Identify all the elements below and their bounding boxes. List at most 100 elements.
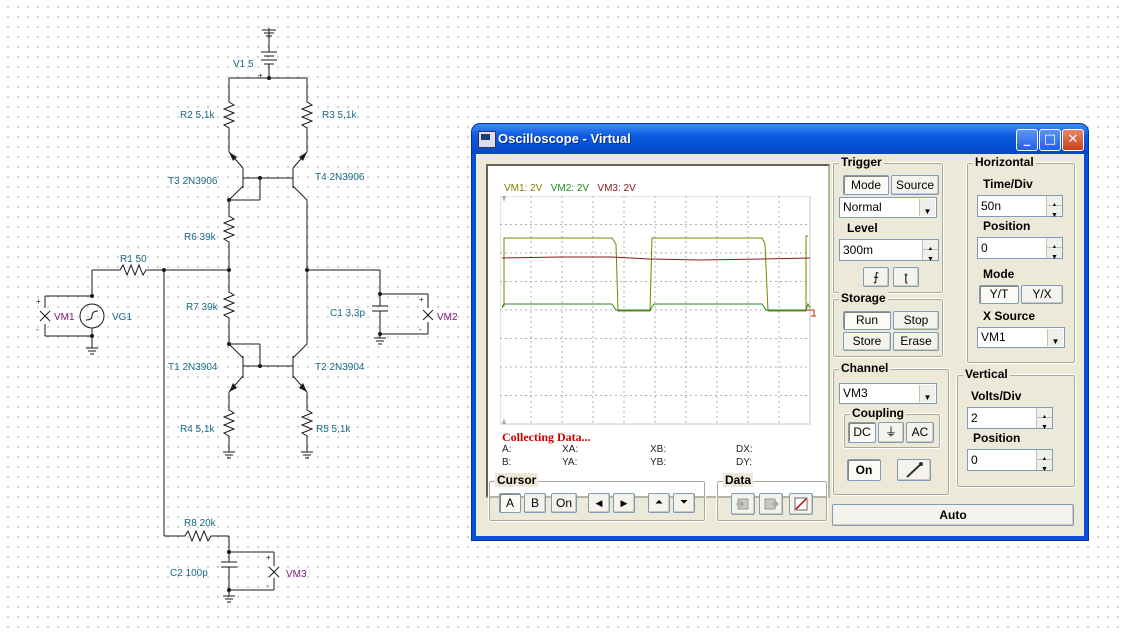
spin-up-icon[interactable]: ▲ xyxy=(1036,408,1052,421)
cursor-left-button[interactable]: ◀ xyxy=(588,493,610,513)
v-position-input[interactable]: 0 ▲ ▼ xyxy=(967,449,1053,473)
storage-group: Storage Run Stop Store Erase xyxy=(832,291,944,358)
cursor-down-button[interactable]: ⏷ xyxy=(673,493,695,513)
label-t4: T4 2N3906 xyxy=(315,172,365,183)
data-export-button[interactable] xyxy=(759,493,783,515)
cursor-on-button[interactable]: On xyxy=(551,493,577,513)
storage-run-button[interactable]: Run xyxy=(843,311,891,330)
cursor-a-button[interactable]: A xyxy=(499,493,521,513)
storage-store-button[interactable]: Store xyxy=(843,332,891,351)
readout-ya: YA: xyxy=(562,457,578,468)
label-vm1: VM1 xyxy=(54,312,75,323)
label-r5: R5 5,1k xyxy=(316,424,351,435)
v-position-label: Position xyxy=(973,431,1021,445)
probe-button[interactable] xyxy=(897,459,931,481)
data-title: Data xyxy=(723,473,754,487)
trigger-level-label: Level xyxy=(847,221,878,235)
coupling-dc-button[interactable]: DC xyxy=(848,422,876,443)
x-source-select[interactable]: VM1 ▼ xyxy=(977,327,1065,348)
readout-dx: DX: xyxy=(736,444,753,455)
channel-on-button[interactable]: On xyxy=(847,459,881,481)
trigger-mode-button[interactable]: Mode xyxy=(843,175,889,195)
scope-grid xyxy=(500,196,816,425)
spin-up-icon[interactable]: ▲ xyxy=(1046,238,1062,251)
label-r2: R2 5,1k xyxy=(180,110,215,121)
label-t3: T3 2N3906 xyxy=(168,176,218,187)
channel-group: Channel VM3 ▼ Coupling DC ⏚ AC On xyxy=(832,361,950,496)
coupling-title: Coupling xyxy=(850,406,906,420)
spin-down-icon[interactable]: ▼ xyxy=(1036,460,1052,473)
data-diagram-button[interactable] xyxy=(789,493,813,515)
readout-yb: YB: xyxy=(650,457,667,468)
storage-erase-button[interactable]: Erase xyxy=(893,332,939,351)
svg-text:+: + xyxy=(36,297,41,306)
volts-div-input[interactable]: 2 ▲ ▼ xyxy=(967,407,1053,431)
label-r4: R4 5,1k xyxy=(180,424,215,435)
spin-up-icon[interactable]: ▲ xyxy=(1046,196,1062,209)
trigger-rising-edge-button[interactable]: ⨍ xyxy=(863,267,889,287)
svg-text:-: - xyxy=(419,325,422,334)
legend-vm1: VM1: 2V xyxy=(504,183,543,194)
channel-title: Channel xyxy=(839,361,891,375)
label-r1: R1 50 xyxy=(120,254,147,265)
mode-yx-button[interactable]: Y/X xyxy=(1021,285,1063,304)
data-group: Data xyxy=(716,473,828,522)
trace-vm2 xyxy=(501,302,811,311)
trigger-falling-edge-button[interactable]: ʈ xyxy=(893,267,919,287)
coupling-ground-button[interactable]: ⏚ xyxy=(878,422,904,443)
export-icon xyxy=(764,498,780,510)
trace-vm3 xyxy=(501,256,811,261)
svg-text:+: + xyxy=(258,71,263,80)
trigger-source-button[interactable]: Source xyxy=(891,175,939,195)
spin-up-icon[interactable]: ▲ xyxy=(922,240,938,253)
mode-yt-button[interactable]: Y/T xyxy=(979,285,1019,304)
horizontal-group: Horizontal Time/Div 50n ▲ ▼ Position 0 ▲… xyxy=(966,155,1076,364)
x-source-value: VM1 xyxy=(981,330,1006,344)
cursor-group: Cursor A B On ◀ ▶ ⏶ ⏷ xyxy=(488,473,706,522)
time-div-value: 50n xyxy=(981,199,1002,213)
spin-down-icon[interactable]: ▼ xyxy=(1046,206,1062,219)
legend-vm3: VM3: 2V xyxy=(597,183,636,194)
storage-stop-button[interactable]: Stop xyxy=(893,311,939,330)
auto-button[interactable]: Auto xyxy=(832,504,1074,526)
h-position-value: 0 xyxy=(981,241,988,255)
trigger-level-input[interactable]: 300m ▲ ▼ xyxy=(839,239,939,263)
vertical-group: Vertical Volts/Div 2 ▲ ▼ Position 0 ▲ ▼ xyxy=(956,367,1076,488)
coupling-ac-button[interactable]: AC xyxy=(906,422,934,443)
cursor-right-button[interactable]: ▶ xyxy=(613,493,635,513)
spin-up-icon[interactable]: ▲ xyxy=(1036,450,1052,463)
chevron-down-icon: ▼ xyxy=(1047,329,1063,346)
chevron-down-icon: ▼ xyxy=(919,385,935,402)
maximize-button[interactable]: □ xyxy=(1039,129,1061,151)
cursor-up-button[interactable]: ⏶ xyxy=(648,493,670,513)
label-t1: T1 2N3904 xyxy=(168,362,218,373)
data-import-button[interactable] xyxy=(731,493,755,515)
label-vg1: VG1 xyxy=(112,312,132,323)
volts-div-label: Volts/Div xyxy=(971,389,1022,403)
svg-text:-: - xyxy=(36,325,39,334)
close-button[interactable]: ✕ xyxy=(1062,129,1084,151)
spin-down-icon[interactable]: ▼ xyxy=(1036,418,1052,431)
minimize-button[interactable]: _ xyxy=(1016,129,1038,151)
window-titlebar[interactable]: Oscilloscope - Virtual _ □ ✕ xyxy=(472,124,1088,154)
trigger-level-value: 300m xyxy=(843,243,874,257)
spin-down-icon[interactable]: ▼ xyxy=(1046,248,1062,261)
label-r6: R6 39k xyxy=(184,232,217,243)
h-mode-label: Mode xyxy=(983,267,1015,281)
h-position-input[interactable]: 0 ▲ ▼ xyxy=(977,237,1063,261)
readout-xa: XA: xyxy=(562,444,579,455)
label-c2: C2 100p xyxy=(170,568,208,579)
trigger-mode-value: Normal xyxy=(843,200,882,214)
label-vm2: VM2 xyxy=(437,312,458,323)
trigger-mode-select[interactable]: Normal ▼ xyxy=(839,197,937,218)
cursor-b-button[interactable]: B xyxy=(524,493,546,513)
coupling-group: Coupling DC ⏚ AC xyxy=(843,406,941,449)
x-source-label: X Source xyxy=(983,309,1036,323)
time-div-input[interactable]: 50n ▲ ▼ xyxy=(977,195,1063,219)
spin-down-icon[interactable]: ▼ xyxy=(922,250,938,263)
cursor-title: Cursor xyxy=(495,473,539,487)
label-t2: T2 2N3904 xyxy=(315,362,365,373)
channel-select[interactable]: VM3 ▼ xyxy=(839,383,937,404)
channel-value: VM3 xyxy=(843,386,868,400)
h-position-label: Position xyxy=(983,219,1031,233)
